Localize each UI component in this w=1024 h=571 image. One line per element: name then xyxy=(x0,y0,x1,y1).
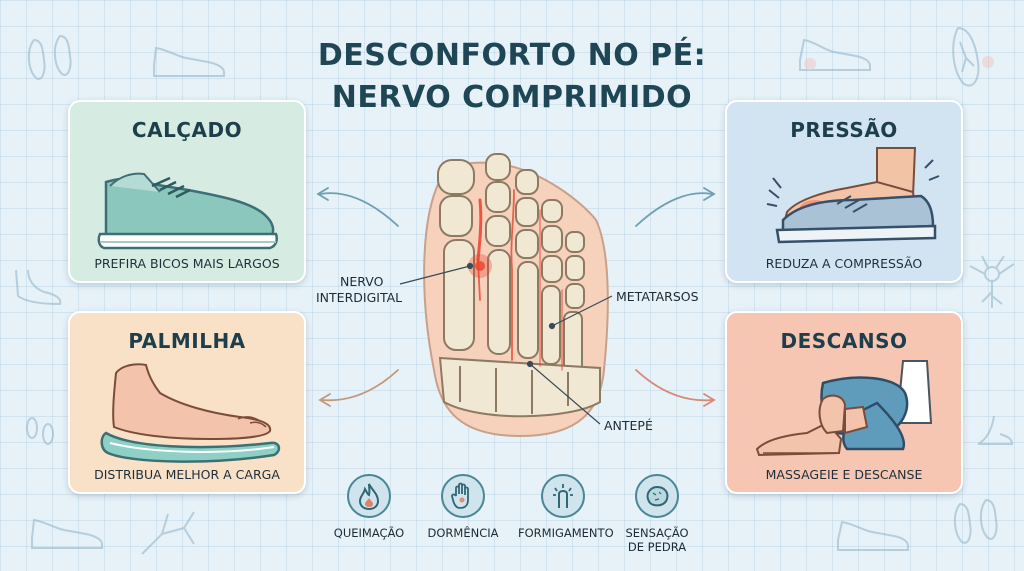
shoe-outline-icon-2 xyxy=(837,520,909,551)
stone-icon xyxy=(635,474,679,518)
label-nerve-line-1: NERVO xyxy=(340,274,384,289)
card-calcado-caption: PREFIRA BICOS MAIS LARGOS xyxy=(94,256,280,271)
foot-outline-icon-2 xyxy=(977,415,1014,445)
symptom-queimacao-label: QUEIMAÇÃO xyxy=(333,526,405,540)
card-pressao-caption: REDUZA A COMPRESSÃO xyxy=(765,256,923,271)
card-palmilha-title: PALMILHA xyxy=(128,329,246,353)
label-forefoot: ANTEPÉ xyxy=(604,418,653,433)
card-palmilha-caption: DISTRIBUA MELHOR A CARGA xyxy=(94,467,280,482)
wide-toe-shoe-icon xyxy=(97,172,278,250)
symptom-queimacao: QUEIMAÇÃO xyxy=(324,474,414,540)
card-calcado: CALÇADO PREFIRA BICOS MAIS LARGOS xyxy=(68,100,306,283)
sneaker-outline-icon-2 xyxy=(31,518,103,549)
card-pressao-title: PRESSÃO xyxy=(790,118,898,142)
symptom-sensacao-label-2: DE PEDRA xyxy=(627,540,687,554)
footprints-icon xyxy=(28,34,72,80)
neuron-icon xyxy=(969,255,1015,308)
shoe-pressure-icon xyxy=(766,147,940,244)
foot-massage-icon xyxy=(755,360,933,457)
foot-skeleton-illustration xyxy=(423,153,609,438)
footprints-small-icon xyxy=(26,417,54,445)
symptom-formigamento: FORMIGAMENTO xyxy=(518,474,614,540)
interdigital-nerve xyxy=(476,198,483,262)
foot-nerve-outline-icon xyxy=(952,26,994,87)
tingling-finger-icon xyxy=(541,474,585,518)
flame-icon xyxy=(347,474,391,518)
symptom-dormencia-label: DORMÊNCIA xyxy=(427,526,499,540)
symptom-sensacao-label-1: SENSAÇÃO xyxy=(625,526,689,540)
arrow-to-pressao xyxy=(635,192,713,227)
card-palmilha: PALMILHA DISTRIBUA MELHOR A CARGA xyxy=(68,311,306,494)
footprints-icon-2 xyxy=(954,498,998,544)
foot-outline-icon xyxy=(15,269,62,306)
symptom-dormencia: DORMÊNCIA xyxy=(418,474,508,540)
label-metatarsals: METATARSOS xyxy=(616,289,699,304)
card-descanso-caption: MASSAGEIE E DESCANSE xyxy=(765,467,923,482)
arrow-to-palmilha xyxy=(321,369,399,402)
nerve-branch-icon xyxy=(141,511,195,555)
card-descanso-title: DESCANSO xyxy=(780,329,908,353)
card-calcado-title: CALÇADO xyxy=(131,118,243,142)
shoe-outline-icon xyxy=(799,38,871,71)
label-nerve-line-2: INTERDIGITAL xyxy=(316,290,403,305)
arrow-to-descanso xyxy=(635,369,713,402)
card-descanso: DESCANSO MASSAGEIE E DESCANSE xyxy=(725,311,963,494)
foot-insole-icon xyxy=(100,363,281,463)
page-title-line-2: NERVO COMPRIMIDO xyxy=(331,80,693,115)
page-title-line-1: DESCONFORTO NO PÉ: xyxy=(317,38,707,73)
sneaker-outline-icon xyxy=(153,46,225,77)
symptom-sensacao-de-pedra: SENSAÇÃO DE PEDRA xyxy=(612,474,702,554)
card-pressao: PRESSÃO REDUZA A COMPRESSÃO xyxy=(725,100,963,283)
hand-icon xyxy=(441,474,485,518)
arrow-to-calcado xyxy=(319,192,399,227)
symptom-formigamento-label: FORMIGAMENTO xyxy=(518,526,614,540)
